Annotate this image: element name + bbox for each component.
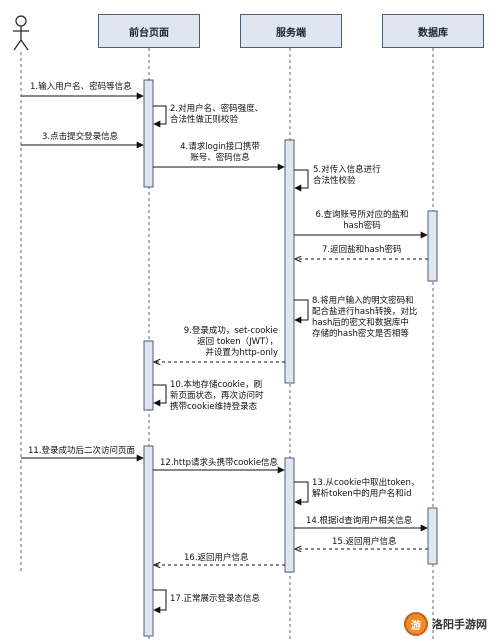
participant-frontend-label: 前台页面	[129, 27, 169, 39]
arrow-msg-13	[294, 481, 309, 506]
arrow-msg-5	[294, 169, 309, 192]
message-line: 7.返回盐和hash密码	[322, 245, 402, 255]
message-line: 9.登录成功，set-cookie	[183, 326, 278, 336]
message-line: 17.正常展示登录态信息	[170, 594, 261, 604]
actor-right-leg	[20, 39, 29, 51]
message-line: 11.登录成功后二次访问页面	[28, 446, 136, 456]
message-line: 合法性校验	[313, 176, 356, 186]
message-label-4: 4.请求login接口携带账号、密码信息	[160, 142, 280, 164]
participant-database-label: 数据库	[418, 27, 448, 39]
message-line: 10.本地存储cookie，刷	[170, 380, 263, 390]
message-label-12: 12.http请求头携带cookie信息	[160, 458, 278, 469]
message-label-10: 10.本地存储cookie，刷新页面状态，再次访问时携带cookie维持登录态	[170, 380, 264, 413]
arrow-msg-2	[153, 105, 167, 128]
watermark-badge: 游	[404, 612, 428, 636]
message-line: 13.从cookie中取出token，	[312, 478, 420, 488]
message-line: 4.请求login接口携带	[180, 142, 260, 152]
message-label-17: 17.正常展示登录态信息	[170, 594, 260, 605]
message-line: 返回 token（JWT），	[197, 337, 278, 347]
message-line: 存储的hash密文是否相等	[312, 329, 409, 339]
message-label-5: 5.对传入信息进行合法性校验	[313, 165, 381, 187]
message-line: hash后的密文和数据库中	[312, 318, 409, 328]
arrow-msg-10	[153, 384, 167, 407]
message-line: 合法性做正则校验	[170, 115, 239, 125]
participant-server-label: 服务端	[276, 27, 306, 39]
message-label-13: 13.从cookie中取出token，解析token中的用户名和id	[312, 478, 419, 500]
message-line: 15.返回用户信息	[332, 537, 397, 547]
message-label-1: 1.输入用户名、密码等信息	[30, 82, 132, 93]
participant-frontend: 前台页面	[98, 14, 200, 48]
message-label-2: 2.对用户名、密码强度、合法性做正则校验	[170, 104, 263, 126]
message-label-15: 15.返回用户信息	[332, 537, 397, 548]
participant-server: 服务端	[240, 14, 342, 48]
message-line: 解析token中的用户名和id	[312, 489, 412, 499]
message-line: 14.根据id查询用户相关信息	[306, 516, 413, 526]
actor-head	[15, 15, 27, 27]
message-line: 2.对用户名、密码强度、	[170, 104, 264, 114]
message-line: 1.输入用户名、密码等信息	[30, 82, 132, 92]
activation-server-1	[284, 139, 295, 384]
message-line: 5.对传入信息进行	[313, 165, 381, 175]
message-label-16: 16.返回用户信息	[184, 553, 249, 564]
watermark-logo: 游 洛阳手游网	[404, 610, 496, 638]
message-line: 3.点击提交登录信息	[42, 132, 119, 142]
activation-frontend-1	[143, 79, 154, 188]
activation-server-2	[284, 457, 295, 573]
arrow-msg-17	[153, 589, 167, 614]
message-label-7: 7.返回盐和hash密码	[322, 245, 402, 256]
participant-database: 数据库	[382, 14, 484, 48]
message-line: 8.将用户输入的明文密码和	[312, 296, 414, 306]
message-line: 并设置为http-only	[205, 348, 278, 358]
message-line: 16.返回用户信息	[184, 553, 249, 563]
message-label-3: 3.点击提交登录信息	[42, 132, 118, 143]
arrow-msg-8	[294, 299, 309, 324]
message-label-11: 11.登录成功后二次访问页面	[28, 446, 135, 457]
message-line: 携带cookie维持登录态	[170, 402, 258, 412]
message-line: 账号、密码信息	[190, 153, 250, 163]
message-line: 新页面状态，再次访问时	[170, 391, 264, 401]
activation-frontend-2	[143, 340, 154, 411]
message-line: 12.http请求头携带cookie信息	[160, 458, 279, 468]
message-line: 配合盐进行hash转换，对比	[312, 307, 418, 317]
message-line: 6.查询账号所对应的盐和	[315, 210, 409, 220]
message-line: hash密码	[343, 221, 381, 231]
activation-database-1	[427, 210, 438, 282]
watermark-text: 洛阳手游网	[432, 618, 487, 631]
actor-left-leg	[13, 39, 22, 51]
activation-database-2	[427, 507, 438, 565]
message-label-14: 14.根据id查询用户相关信息	[306, 516, 412, 527]
actor-figure	[13, 15, 29, 51]
activation-frontend-3	[143, 445, 154, 637]
